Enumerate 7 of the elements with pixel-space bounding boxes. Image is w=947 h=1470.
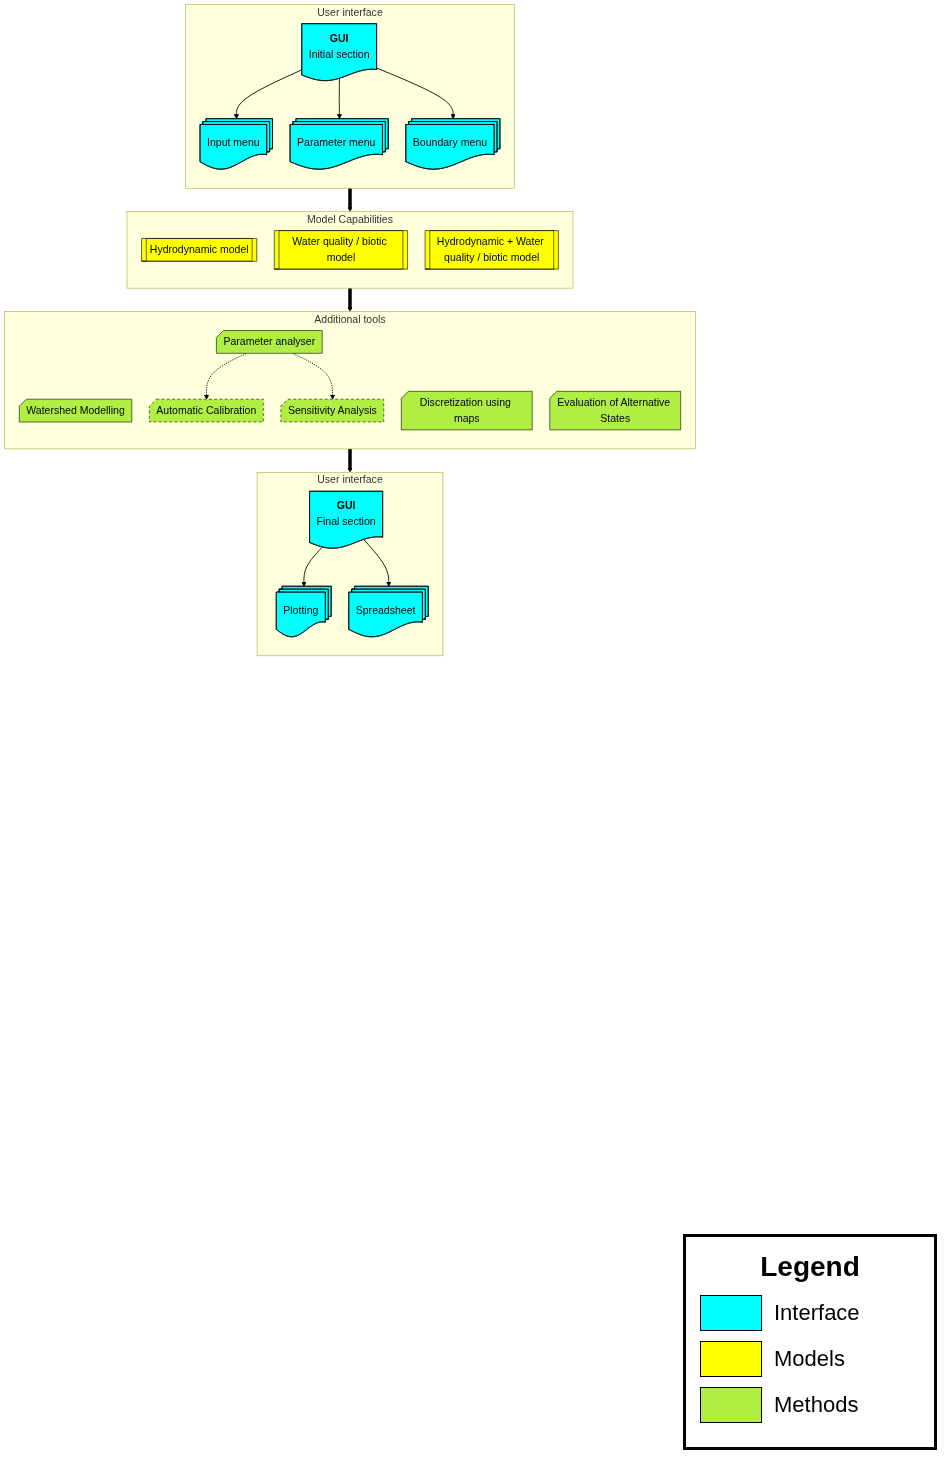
legend-label: Methods — [774, 1392, 859, 1418]
legend-label: Models — [774, 1346, 845, 1372]
arrow — [347, 448, 353, 473]
legend-title: Legend — [759, 1251, 861, 1283]
arrow — [347, 288, 353, 312]
legend-label: Interface — [774, 1300, 860, 1326]
arrow — [347, 188, 353, 212]
